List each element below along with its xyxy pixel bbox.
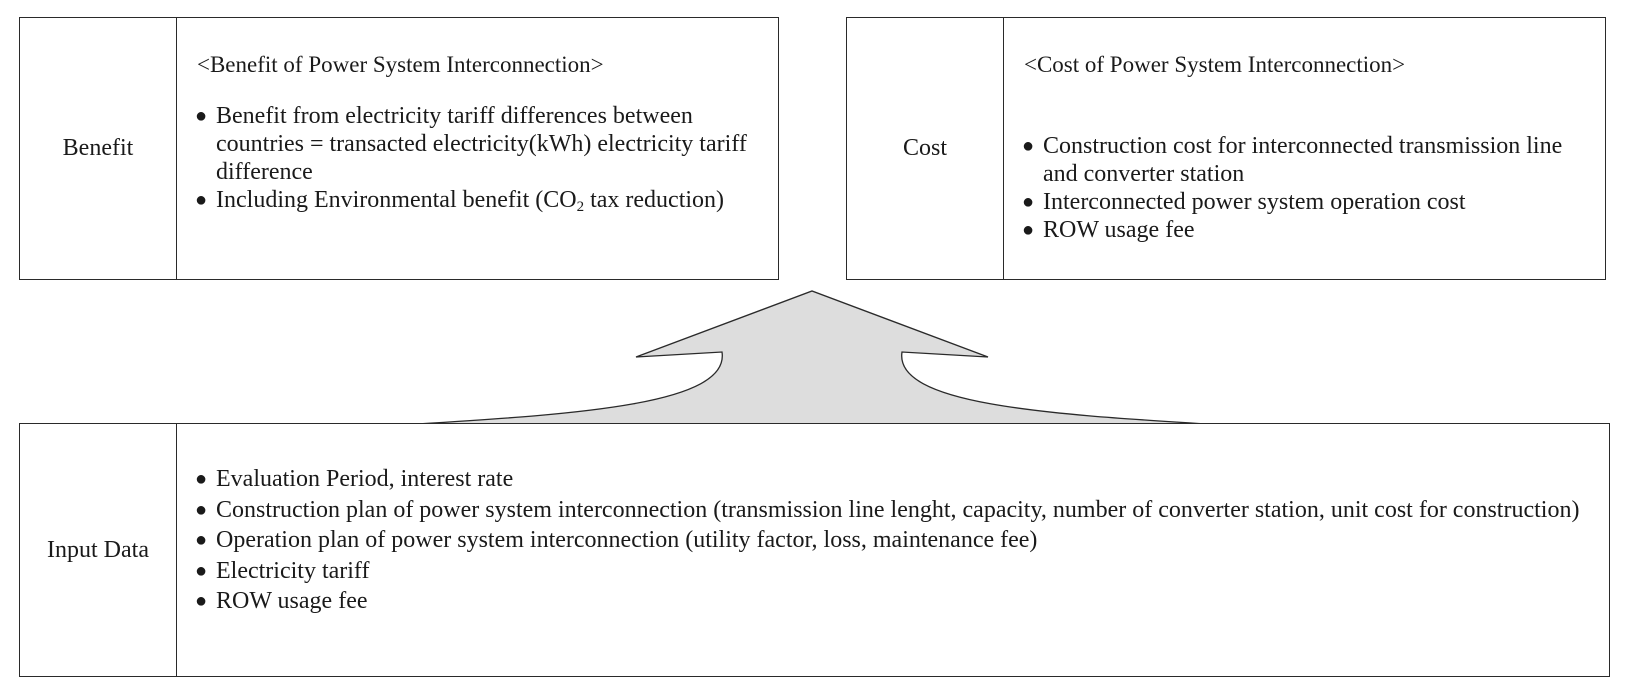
- bullet-icon: ●: [195, 590, 208, 612]
- input-data-content: ● Evaluation Period, interest rate ● Con…: [177, 424, 1609, 676]
- list-item: ● ROW usage fee: [1022, 216, 1587, 244]
- list-item: ● Evaluation Period, interest rate: [195, 464, 1591, 495]
- cost-label: Cost: [847, 18, 1004, 279]
- cost-list: ● Construction cost for interconnected t…: [1022, 132, 1587, 244]
- input-item-text: ROW usage fee: [216, 588, 368, 614]
- input-item-text: Evaluation Period, interest rate: [216, 466, 514, 492]
- input-item-text: Operation plan of power system interconn…: [216, 527, 1038, 553]
- bullet-icon: ●: [195, 105, 208, 127]
- list-item: ● Benefit from electricity tariff differ…: [195, 102, 760, 186]
- benefit-heading: <Benefit of Power System Interconnection…: [197, 52, 604, 77]
- list-item: ● ROW usage fee: [195, 586, 1591, 617]
- cost-content: <Cost of Power System Interconnection> ●…: [1004, 18, 1605, 279]
- list-item: ● Construction cost for interconnected t…: [1022, 132, 1587, 188]
- benefit-label: Benefit: [20, 18, 177, 279]
- cost-item-text: ROW usage fee: [1043, 217, 1195, 243]
- cost-box: Cost <Cost of Power System Interconnecti…: [846, 17, 1606, 280]
- bullet-icon: ●: [1022, 219, 1035, 241]
- list-item: ● Electricity tariff: [195, 556, 1591, 587]
- cost-heading: <Cost of Power System Interconnection>: [1024, 52, 1406, 77]
- benefit-box: Benefit <Benefit of Power System Interco…: [19, 17, 779, 280]
- input-data-label: Input Data: [20, 424, 177, 676]
- split-arrow-shape: [416, 290, 1208, 425]
- input-data-list: ● Evaluation Period, interest rate ● Con…: [195, 464, 1591, 617]
- benefit-list: ● Benefit from electricity tariff differ…: [195, 102, 760, 215]
- bullet-icon: ●: [1022, 191, 1035, 213]
- input-data-box: Input Data ● Evaluation Period, interest…: [19, 423, 1610, 677]
- benefit-item-text-post: tax reduction): [584, 187, 725, 213]
- benefit-content: <Benefit of Power System Interconnection…: [177, 18, 778, 279]
- bullet-icon: ●: [1022, 135, 1035, 157]
- bullet-icon: ●: [195, 529, 208, 551]
- list-item: ● Interconnected power system operation …: [1022, 188, 1587, 216]
- bullet-icon: ●: [195, 189, 208, 211]
- bullet-icon: ●: [195, 498, 208, 521]
- list-item: ● Operation plan of power system interco…: [195, 525, 1591, 556]
- input-item-text: Construction plan of power system interc…: [216, 496, 1580, 523]
- bullet-icon: ●: [195, 468, 208, 490]
- benefit-item-text: Benefit from electricity tariff differen…: [216, 103, 747, 185]
- list-item: ● Construction plan of power system inte…: [195, 495, 1591, 526]
- bullet-icon: ●: [195, 559, 208, 582]
- benefit-item-text-pre: Including Environmental benefit (CO: [216, 187, 577, 213]
- cost-item-text: Interconnected power system operation co…: [1043, 189, 1466, 215]
- cost-item-text: Construction cost for interconnected tra…: [1043, 133, 1563, 187]
- list-item: ● Including Environmental benefit (CO2 t…: [195, 186, 760, 215]
- benefit-item-subscript: 2: [576, 199, 585, 215]
- input-item-text: Electricity tariff: [216, 557, 370, 584]
